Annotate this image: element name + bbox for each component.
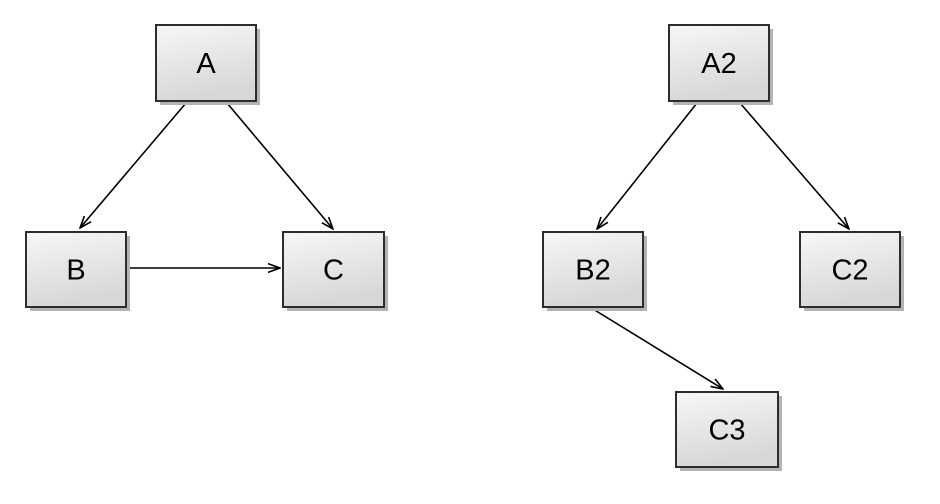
edge-A2-C2[interactable] (739, 102, 849, 229)
node-box (282, 231, 385, 308)
edge-A-C[interactable] (226, 102, 333, 229)
node-box (155, 24, 257, 102)
node-B[interactable]: B (25, 231, 130, 311)
node-C2[interactable]: C2 (799, 231, 904, 311)
node-box (25, 231, 127, 308)
node-label: B2 (575, 255, 610, 287)
node-label: A2 (701, 48, 736, 80)
node-C3[interactable]: C3 (675, 391, 782, 471)
node-box (668, 24, 770, 102)
node-label: B (66, 255, 85, 287)
node-box (542, 231, 644, 308)
node-label: A (196, 48, 216, 80)
edge-A2-B2[interactable] (597, 102, 698, 229)
node-box (675, 391, 779, 468)
edge-B2-C3[interactable] (592, 308, 723, 389)
node-B2[interactable]: B2 (542, 231, 647, 311)
node-A2[interactable]: A2 (668, 24, 773, 105)
node-box (799, 231, 901, 308)
node-A[interactable]: A (155, 24, 260, 105)
node-C[interactable]: C (282, 231, 388, 311)
edge-A-B[interactable] (80, 102, 187, 228)
node-label: C2 (831, 255, 868, 287)
node-label: C (323, 255, 344, 287)
node-label: C3 (708, 415, 745, 447)
left-graph: A B C (25, 24, 388, 311)
